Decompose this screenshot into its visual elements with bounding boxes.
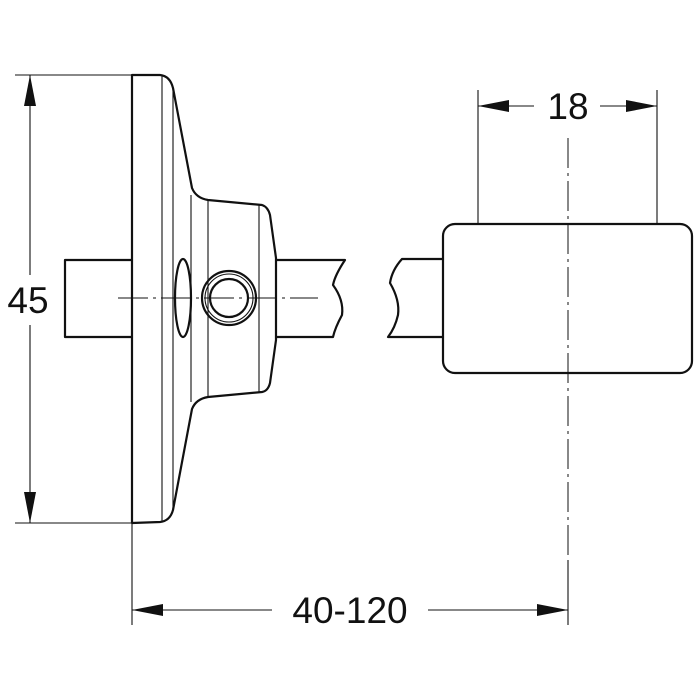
arrow-left-icon <box>478 100 509 112</box>
arrow-left-icon <box>132 604 163 616</box>
arrow-right-icon <box>626 100 657 112</box>
escutcheon-outline <box>130 73 278 525</box>
projection-dimension: 40-120 <box>131 523 569 631</box>
height-dimension: 45 <box>7 74 133 524</box>
projection-label: 40-120 <box>292 590 407 631</box>
side-view <box>63 73 347 525</box>
width-dimension: 18 <box>477 86 658 224</box>
arrow-up-icon <box>24 75 36 106</box>
rod-break-left <box>386 257 445 339</box>
arrow-right-icon <box>537 604 568 616</box>
rod-break-right <box>274 258 347 339</box>
height-label: 45 <box>7 280 48 321</box>
width-label: 18 <box>547 86 588 127</box>
end-view <box>386 138 694 612</box>
arrow-down-icon <box>24 492 36 523</box>
rod-stub-left <box>63 258 134 339</box>
